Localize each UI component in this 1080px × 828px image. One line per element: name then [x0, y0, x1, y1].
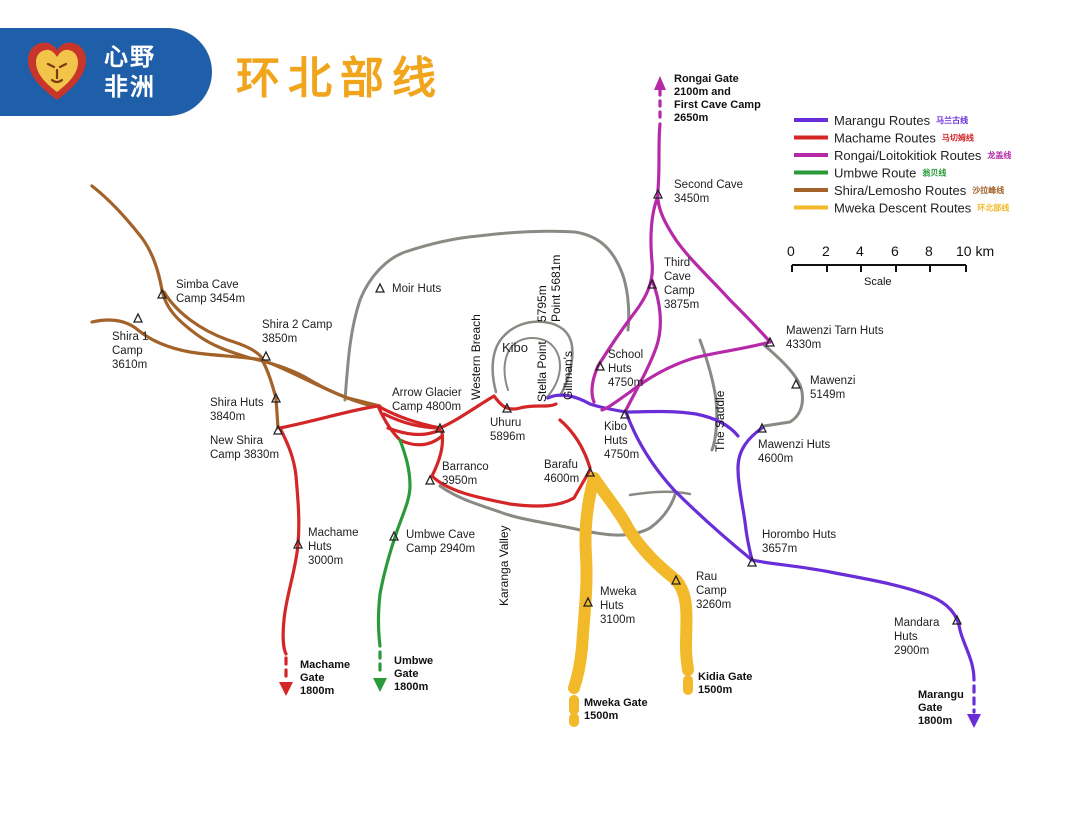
label-mweka-gate: Mweka Gate 1500m [584, 697, 651, 722]
legend-label-zh: 沙拉峰线 [972, 185, 1004, 195]
legend-label: Shira/Lemosho Routes [834, 183, 967, 198]
camp-marker [260, 350, 272, 361]
label-western-breach: Western Breach [469, 314, 483, 400]
camp-marker [374, 282, 386, 293]
legend-label-zh: 翁贝线 [921, 168, 946, 178]
camp-marker [424, 474, 436, 485]
scale-bar: 0 2 4 6 8 10 km Scale [787, 243, 994, 288]
label-umbwe-gate: Umbwe Gate 1800m [394, 655, 436, 693]
scale-tick-6: 6 [891, 243, 899, 259]
camp-marker [434, 422, 446, 433]
label-arrow-glacier: Arrow Glacier Camp 4800m [392, 387, 465, 413]
label-mawenzi-huts: Mawenzi Huts 4600m [758, 439, 833, 465]
rongai-routes [590, 76, 772, 412]
brand-line-2: 非洲 [104, 73, 156, 101]
camp-marker [652, 188, 664, 199]
machame-routes [278, 394, 592, 696]
label-stella-point: Stella Point [535, 341, 549, 402]
camp-marker [584, 466, 596, 477]
scale-tick-8: 8 [925, 243, 933, 259]
brand-tab: 心野 非洲 [0, 28, 212, 116]
camp-marker [756, 422, 768, 433]
legend-label: Machame Routes [834, 131, 936, 146]
shira-lemosho-routes [90, 184, 382, 430]
label-uhuru: Uhuru 5896m [490, 417, 525, 443]
label-barranco: Barranco 3950m [442, 461, 492, 487]
label-shira2: Shira 2 Camp 3850m [262, 319, 336, 345]
label-shira1: Shira 1 Camp 3610m [112, 331, 152, 371]
label-machame-huts: Machame Huts 3000m [308, 527, 362, 567]
label-gillmans-point: Point 5681m [549, 255, 563, 322]
legend-label-zh: 环北部线 [977, 203, 1009, 213]
legend-label: Mweka Descent Routes [834, 201, 972, 216]
camp-marker [270, 392, 282, 403]
label-umbwe-cave: Umbwe Cave Camp 2940m [406, 529, 478, 555]
legend-label: Rongai/Loitokitiok Routes [834, 148, 982, 163]
camp-marker [746, 556, 758, 567]
label-rau-camp: Rau Camp 3260m [696, 571, 731, 611]
label-kibo: Kibo [502, 340, 528, 355]
brand-line-1: 心野 [104, 43, 156, 71]
umbwe-route [373, 438, 412, 692]
label-karanga-valley: Karanga Valley [497, 526, 511, 607]
camp-marker [292, 538, 304, 549]
label-simba-cave: Simba Cave Camp 3454m [176, 279, 245, 305]
legend-label-zh: 马兰古线 [936, 115, 968, 125]
label-rongai-gate: Rongai Gate 2100m and First Cave Camp 26… [674, 73, 764, 124]
label-school-huts: School Huts 4750m [608, 349, 646, 389]
lion-logo-icon [28, 42, 86, 100]
label-mawenzi: Mawenzi 5149m [810, 375, 859, 401]
label-gillmans: Gillman's [561, 351, 575, 400]
camp-marker [790, 378, 802, 389]
camp-marker [582, 596, 594, 607]
label-the-saddle: The Saddle [713, 390, 727, 452]
camp-marker [388, 530, 400, 541]
label-mweka-huts: Mweka Huts 3100m [600, 586, 640, 626]
camp-marker [619, 408, 631, 419]
label-third-cave: Third Cave Camp 3875m [664, 257, 699, 311]
camp-marker [132, 312, 144, 323]
camp-marker [501, 402, 513, 413]
scale-tick-2: 2 [822, 243, 830, 259]
camp-marker [951, 614, 963, 625]
camp-marker [646, 278, 658, 289]
scale-tick-10: 10 km [956, 243, 994, 259]
camp-marker [156, 288, 168, 299]
label-stella-5795: 5795m [535, 285, 549, 322]
label-barafu: Barafu 4600m [544, 459, 581, 485]
legend-label: Umbwe Route [834, 166, 916, 181]
label-kibo-huts: Kibo Huts 4750m [604, 421, 639, 461]
label-new-shira: New Shira Camp 3830m [210, 435, 279, 461]
label-moir: Moir Huts [392, 283, 441, 295]
marangu-routes [546, 393, 981, 728]
camp-marker [272, 424, 284, 435]
camp-marker [670, 574, 682, 585]
page-title: 环北部线 [236, 53, 444, 104]
scale-label: Scale [864, 276, 892, 288]
label-horombo: Horombo Huts 3657m [762, 529, 839, 555]
camp-markers [132, 188, 963, 625]
legend-label: Marangu Routes [834, 113, 931, 128]
legend-label-zh: 龙盖线 [986, 150, 1011, 160]
label-machame-gate: Machame Gate 1800m [300, 659, 353, 697]
label-mandara: Mandara Huts 2900m [894, 617, 943, 657]
label-mawenzi-tarn: Mawenzi Tarn Huts 4330m [786, 325, 887, 351]
mweka-descent-routes [568, 472, 694, 727]
camp-marker [764, 336, 776, 347]
place-labels: Rongai Gate 2100m and First Cave Camp 26… [112, 73, 967, 727]
label-shira-huts: Shira Huts 3840m [210, 397, 267, 423]
label-kidia-gate: Kidia Gate 1500m [698, 671, 755, 696]
label-marangu-gate: Marangu Gate 1800m [918, 689, 967, 727]
label-second-cave: Second Cave 3450m [674, 179, 746, 205]
scale-tick-0: 0 [787, 243, 795, 259]
camp-marker [594, 360, 606, 371]
scale-tick-4: 4 [856, 243, 864, 259]
legend-label-zh: 马切姆线 [942, 133, 974, 143]
